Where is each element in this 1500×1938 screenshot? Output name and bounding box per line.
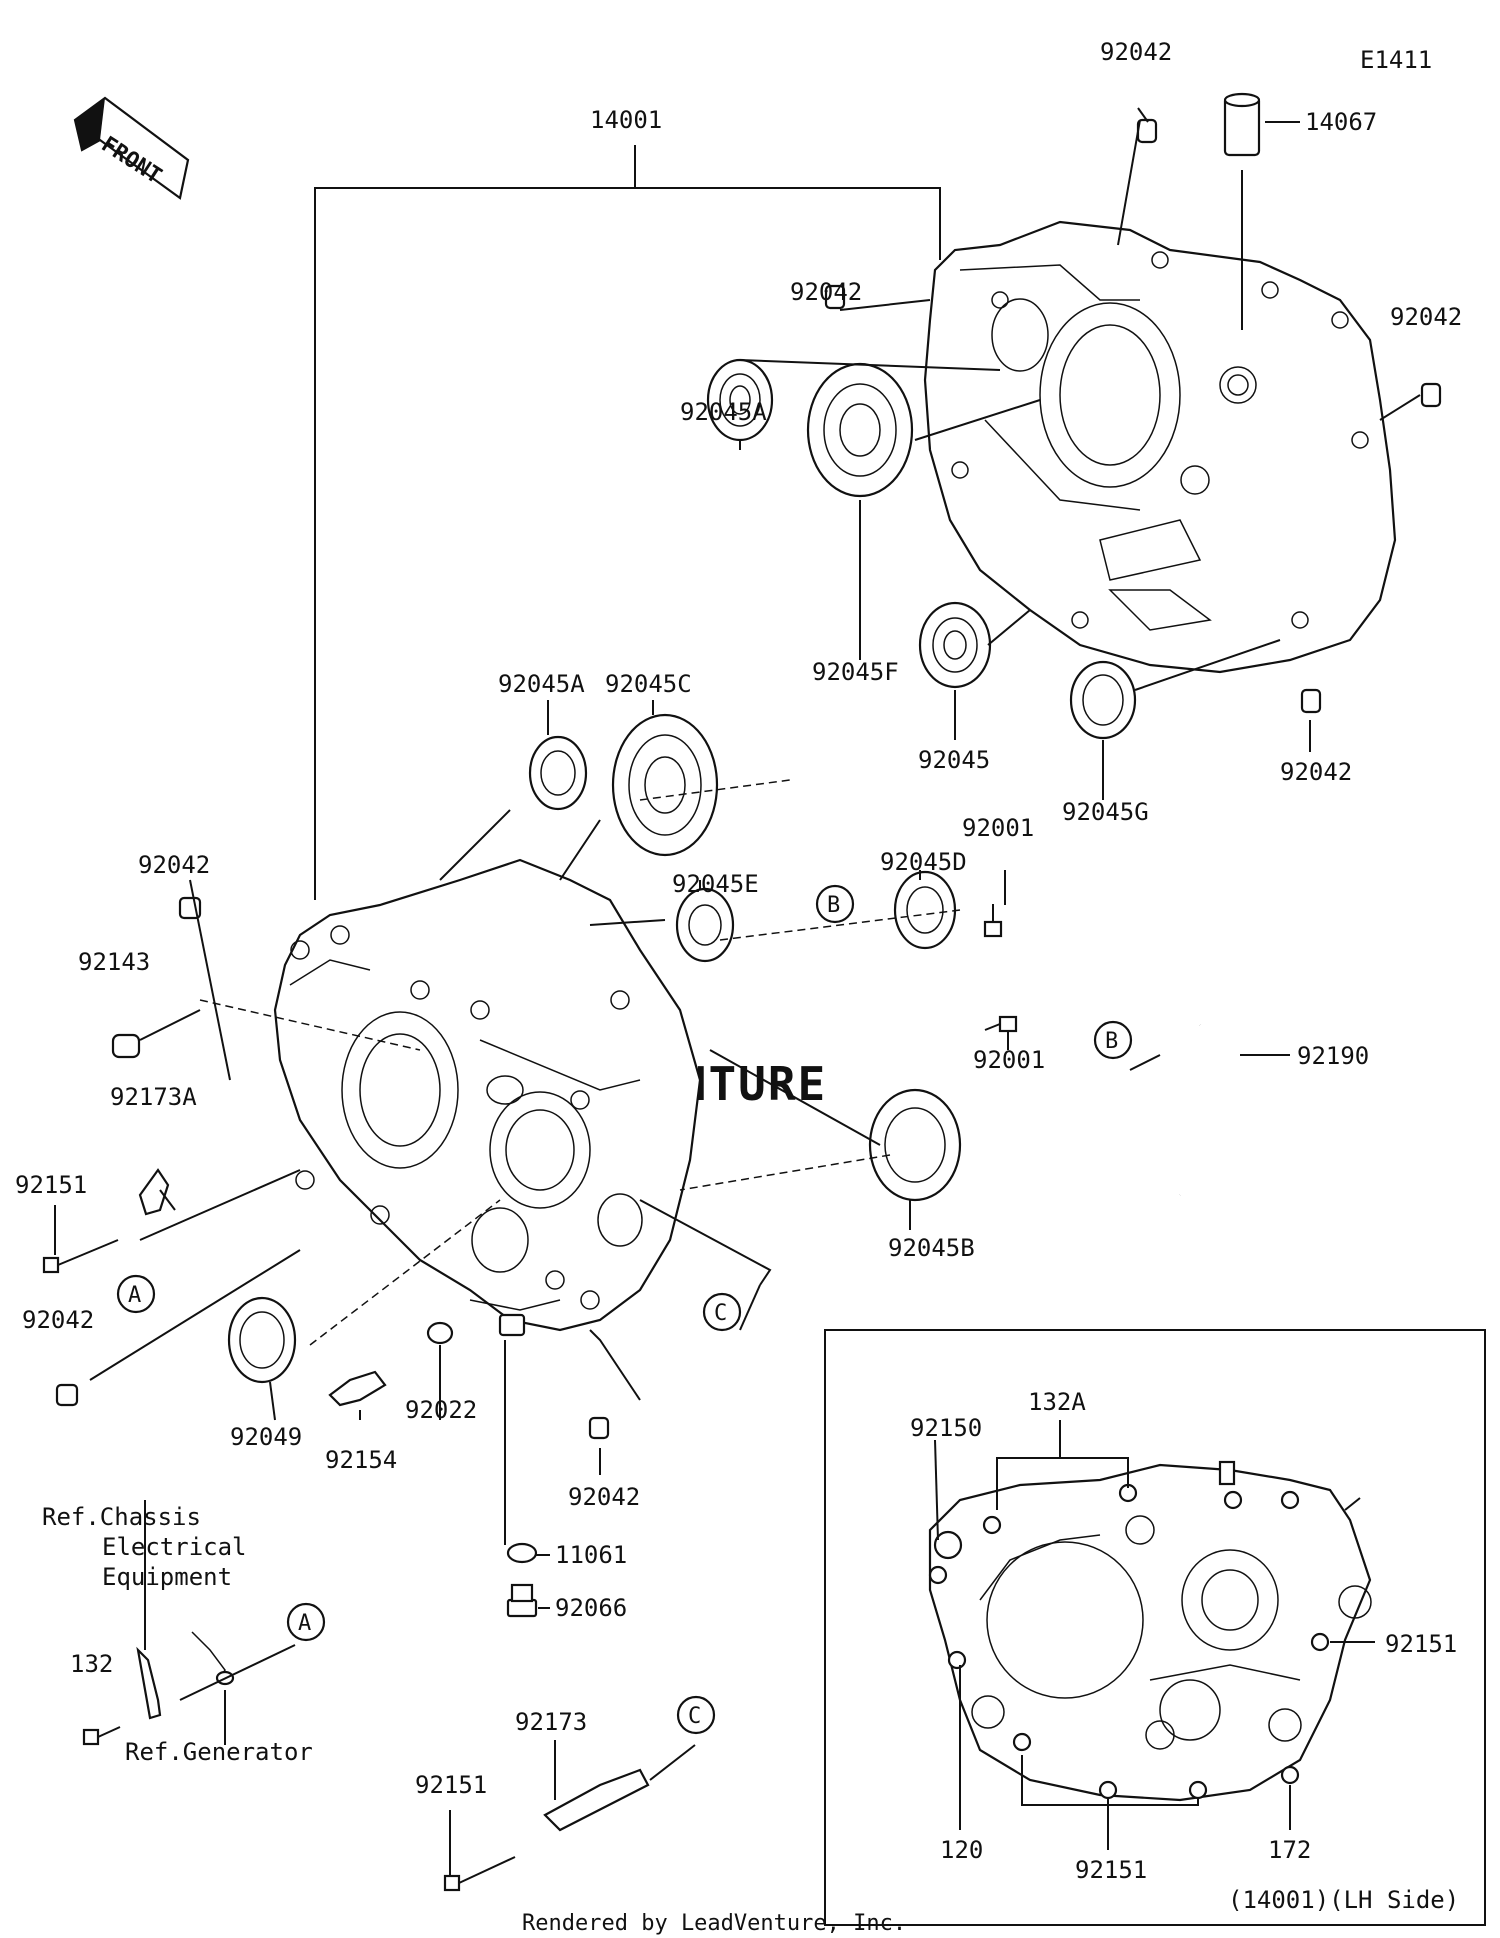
callout-A-center: A: [116, 1274, 156, 1314]
label-92042-left: 92042: [138, 851, 210, 879]
label-92045B: 92045B: [888, 1234, 975, 1262]
ref-chassis-line1: Ref.Chassis: [42, 1503, 201, 1531]
bolt-132: [82, 1726, 121, 1746]
ref-chassis-line2: Electrical: [102, 1533, 247, 1561]
label-92001-lower: 92001: [973, 1046, 1045, 1074]
sleeve-14067: [1223, 92, 1261, 157]
cable-connector: [136, 1631, 235, 1720]
label-92045C: 92045C: [605, 670, 692, 698]
reference-notes: Ref.Chassis Electrical Equipment Ref.Gen…: [42, 1503, 313, 1766]
bearing-92045F: [806, 362, 914, 498]
left-crankcase-half: [273, 858, 702, 1337]
label-92045F: 92045F: [812, 658, 899, 686]
label-92045E: 92045E: [672, 870, 759, 898]
label-92151-inset-bottom: 92151: [1075, 1856, 1147, 1884]
bearing-92045C: [611, 713, 719, 857]
bearing-92045B: [868, 1088, 962, 1202]
dowel-pin: [1136, 118, 1158, 144]
dowel-pin: [588, 1416, 610, 1440]
bolt-92151-left: [42, 1239, 119, 1274]
bearing-92045E: [675, 887, 735, 963]
bearing-92045A-left: [528, 735, 588, 811]
oil-seal-92049: [227, 1296, 297, 1384]
label-92066: 92066: [555, 1594, 627, 1622]
label-92151-left: 92151: [15, 1171, 87, 1199]
clamp-92173A: [138, 1168, 170, 1216]
label-92045A-left: 92045A: [498, 670, 585, 698]
svg-text:B: B: [1105, 1029, 1118, 1054]
dowel-pin: [55, 1383, 79, 1407]
label-92173: 92173: [515, 1708, 587, 1736]
right-crankcase-half: [923, 220, 1397, 674]
bolt-92001-lower: [984, 1015, 1018, 1033]
label-92045A-upper: 92045A: [680, 398, 767, 426]
bolt-92001-upper: [983, 904, 1003, 938]
front-arrow-icon: FRONT: [73, 96, 190, 200]
svg-text:A: A: [298, 1611, 311, 1636]
label-92045D: 92045D: [880, 848, 967, 876]
label-92151-inset-right: 92151: [1385, 1630, 1457, 1658]
label-14001: 14001: [590, 106, 662, 134]
label-120: 120: [940, 1836, 983, 1864]
bearing-92045: [918, 601, 992, 689]
label-132A: 132A: [1028, 1388, 1086, 1416]
svg-text:C: C: [688, 1704, 701, 1729]
label-92151-bottom: 92151: [415, 1771, 487, 1799]
label-92173A: 92173A: [110, 1083, 197, 1111]
leader-lines: [54, 107, 1421, 1875]
label-92042-lower-right: 92042: [1280, 758, 1352, 786]
label-92001-upper: 92001: [962, 814, 1034, 842]
dowel-pin: [1300, 688, 1322, 714]
callout-A-bottom: A: [286, 1602, 326, 1642]
breather-fitting-92154: [328, 1370, 387, 1407]
label-92049: 92049: [230, 1423, 302, 1451]
ref-generator: Ref.Generator: [125, 1738, 313, 1766]
label-92042-bottom: 92042: [568, 1483, 640, 1511]
label-92042-mid: 92042: [790, 278, 862, 306]
inset-lh-side: [824, 1329, 1486, 1926]
hose-92190: [1177, 1023, 1255, 1199]
label-92022: 92022: [405, 1396, 477, 1424]
collar-92143: [111, 1033, 141, 1059]
bracket-92173: [543, 1768, 650, 1832]
alignment-lines: [199, 779, 961, 1346]
part-labels: 14001 92042 14067 92042 92042 92045A 920…: [15, 38, 1462, 1884]
bearing-92045G: [1069, 660, 1137, 740]
callout-C-center: C: [702, 1292, 742, 1332]
svg-text:C: C: [714, 1301, 727, 1326]
drain-plug-92066: [506, 1583, 538, 1618]
callout-B-right: B: [1093, 1020, 1133, 1060]
label-92042-right: 92042: [1390, 303, 1462, 331]
dowel-pin: [1420, 382, 1442, 408]
footer-credit: Rendered by LeadVenture, Inc.: [522, 1911, 906, 1936]
label-172: 172: [1268, 1836, 1311, 1864]
callout-C-bottom: C: [676, 1695, 716, 1735]
svg-text:B: B: [827, 893, 840, 918]
label-92042-top: 92042: [1100, 38, 1172, 66]
inset-caption: (14001)(LH Side): [1228, 1886, 1459, 1914]
ref-chassis-line3: Equipment: [102, 1563, 232, 1591]
label-14067: 14067: [1305, 108, 1377, 136]
label-92042-far-left: 92042: [22, 1306, 94, 1334]
washer-92022: [426, 1321, 454, 1345]
label-92190: 92190: [1297, 1042, 1369, 1070]
svg-text:A: A: [128, 1283, 141, 1308]
bearing-92045D: [893, 870, 957, 950]
label-92045G: 92045G: [1062, 798, 1149, 826]
label-92154: 92154: [325, 1446, 397, 1474]
label-132: 132: [70, 1650, 113, 1678]
label-92150: 92150: [910, 1414, 982, 1442]
label-92045: 92045: [918, 746, 990, 774]
bolt-92151-bottom: [443, 1856, 516, 1892]
label-92143: 92143: [78, 948, 150, 976]
label-11061: 11061: [555, 1541, 627, 1569]
dowel-pin: [824, 284, 846, 310]
callout-B-left: B: [815, 884, 855, 924]
diagram-code: E1411: [1360, 46, 1432, 74]
gasket-11061: [506, 1542, 538, 1564]
